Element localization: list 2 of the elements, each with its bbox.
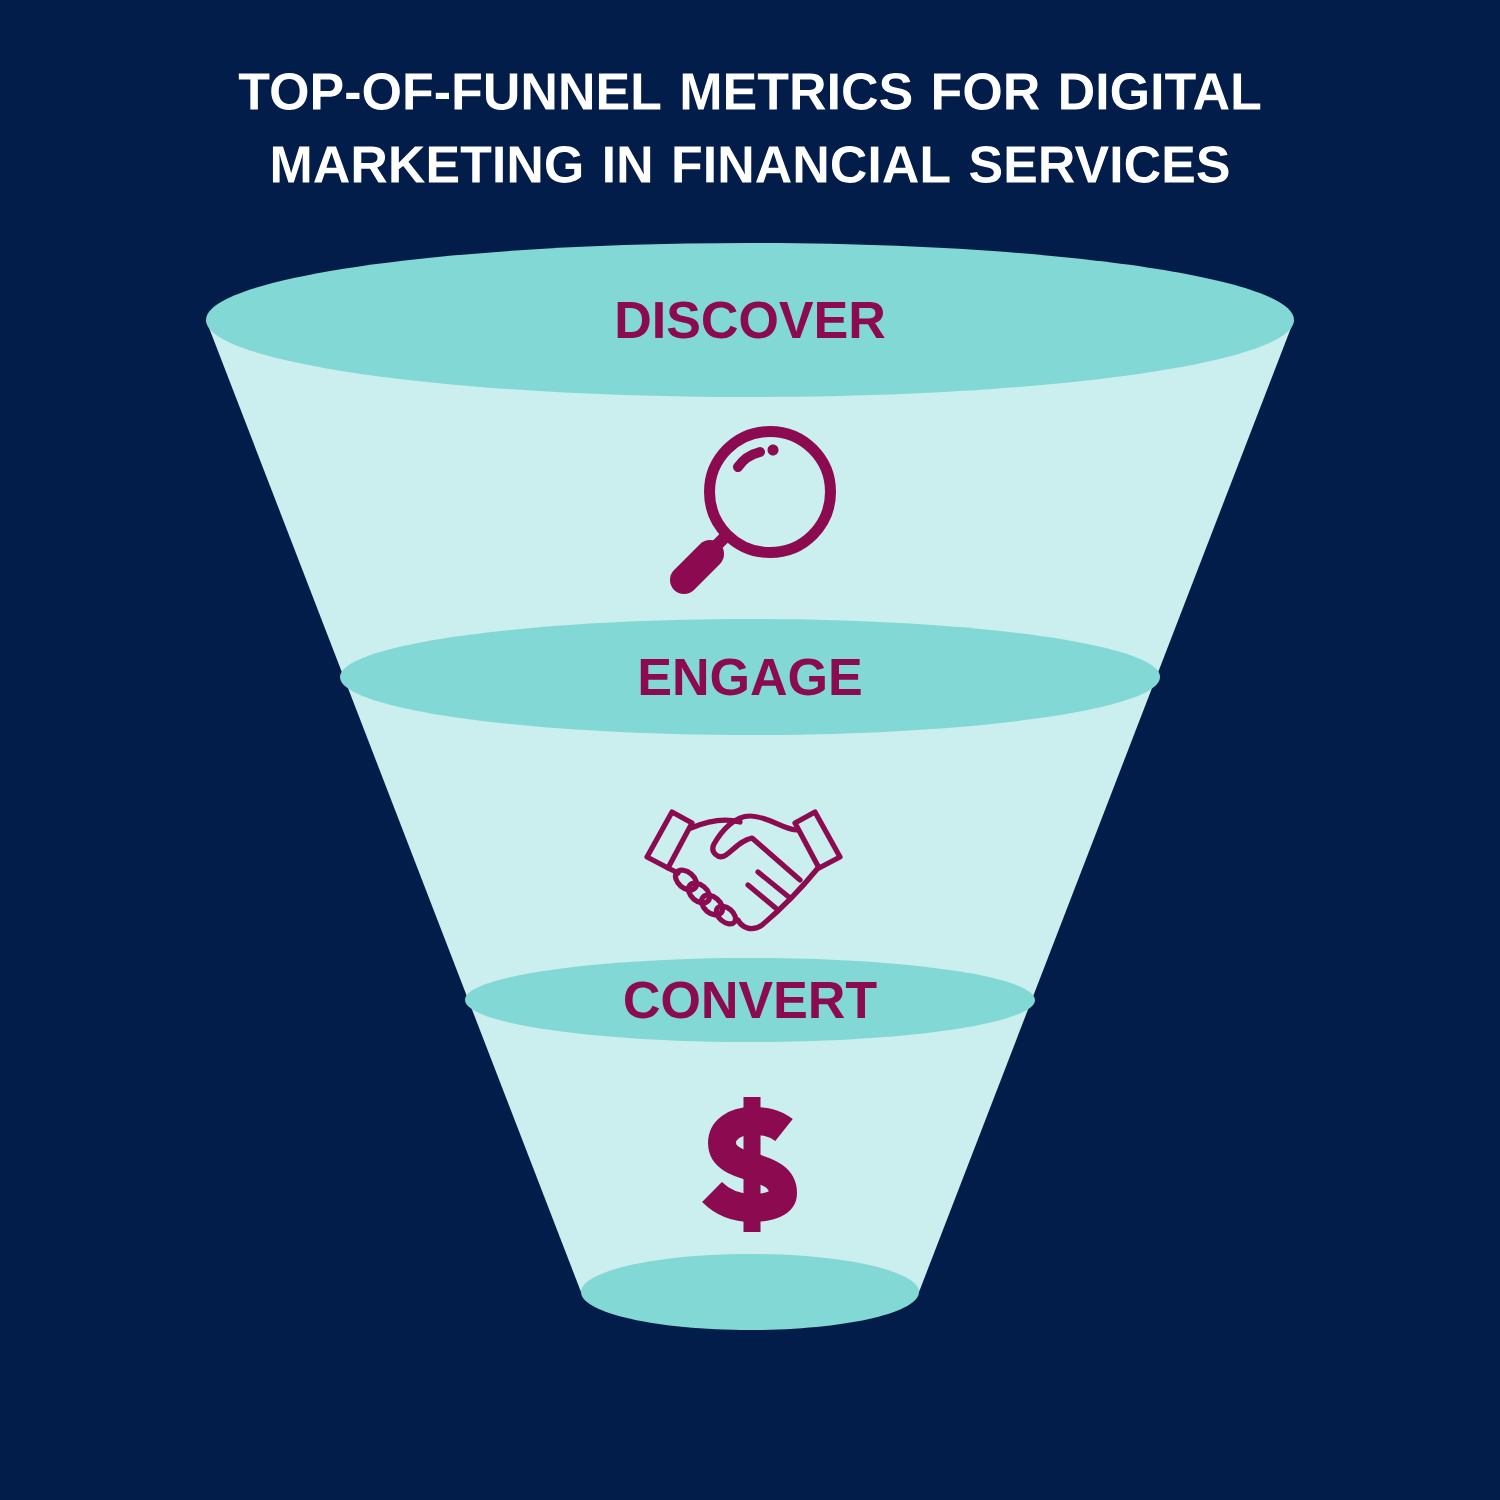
base-ellipse: [581, 1254, 919, 1330]
title: TOP-OF-FUNNEL METRICS FOR DIGITAL MARKETING IN FINANCIAL SERVICES: [238, 73, 1261, 183]
